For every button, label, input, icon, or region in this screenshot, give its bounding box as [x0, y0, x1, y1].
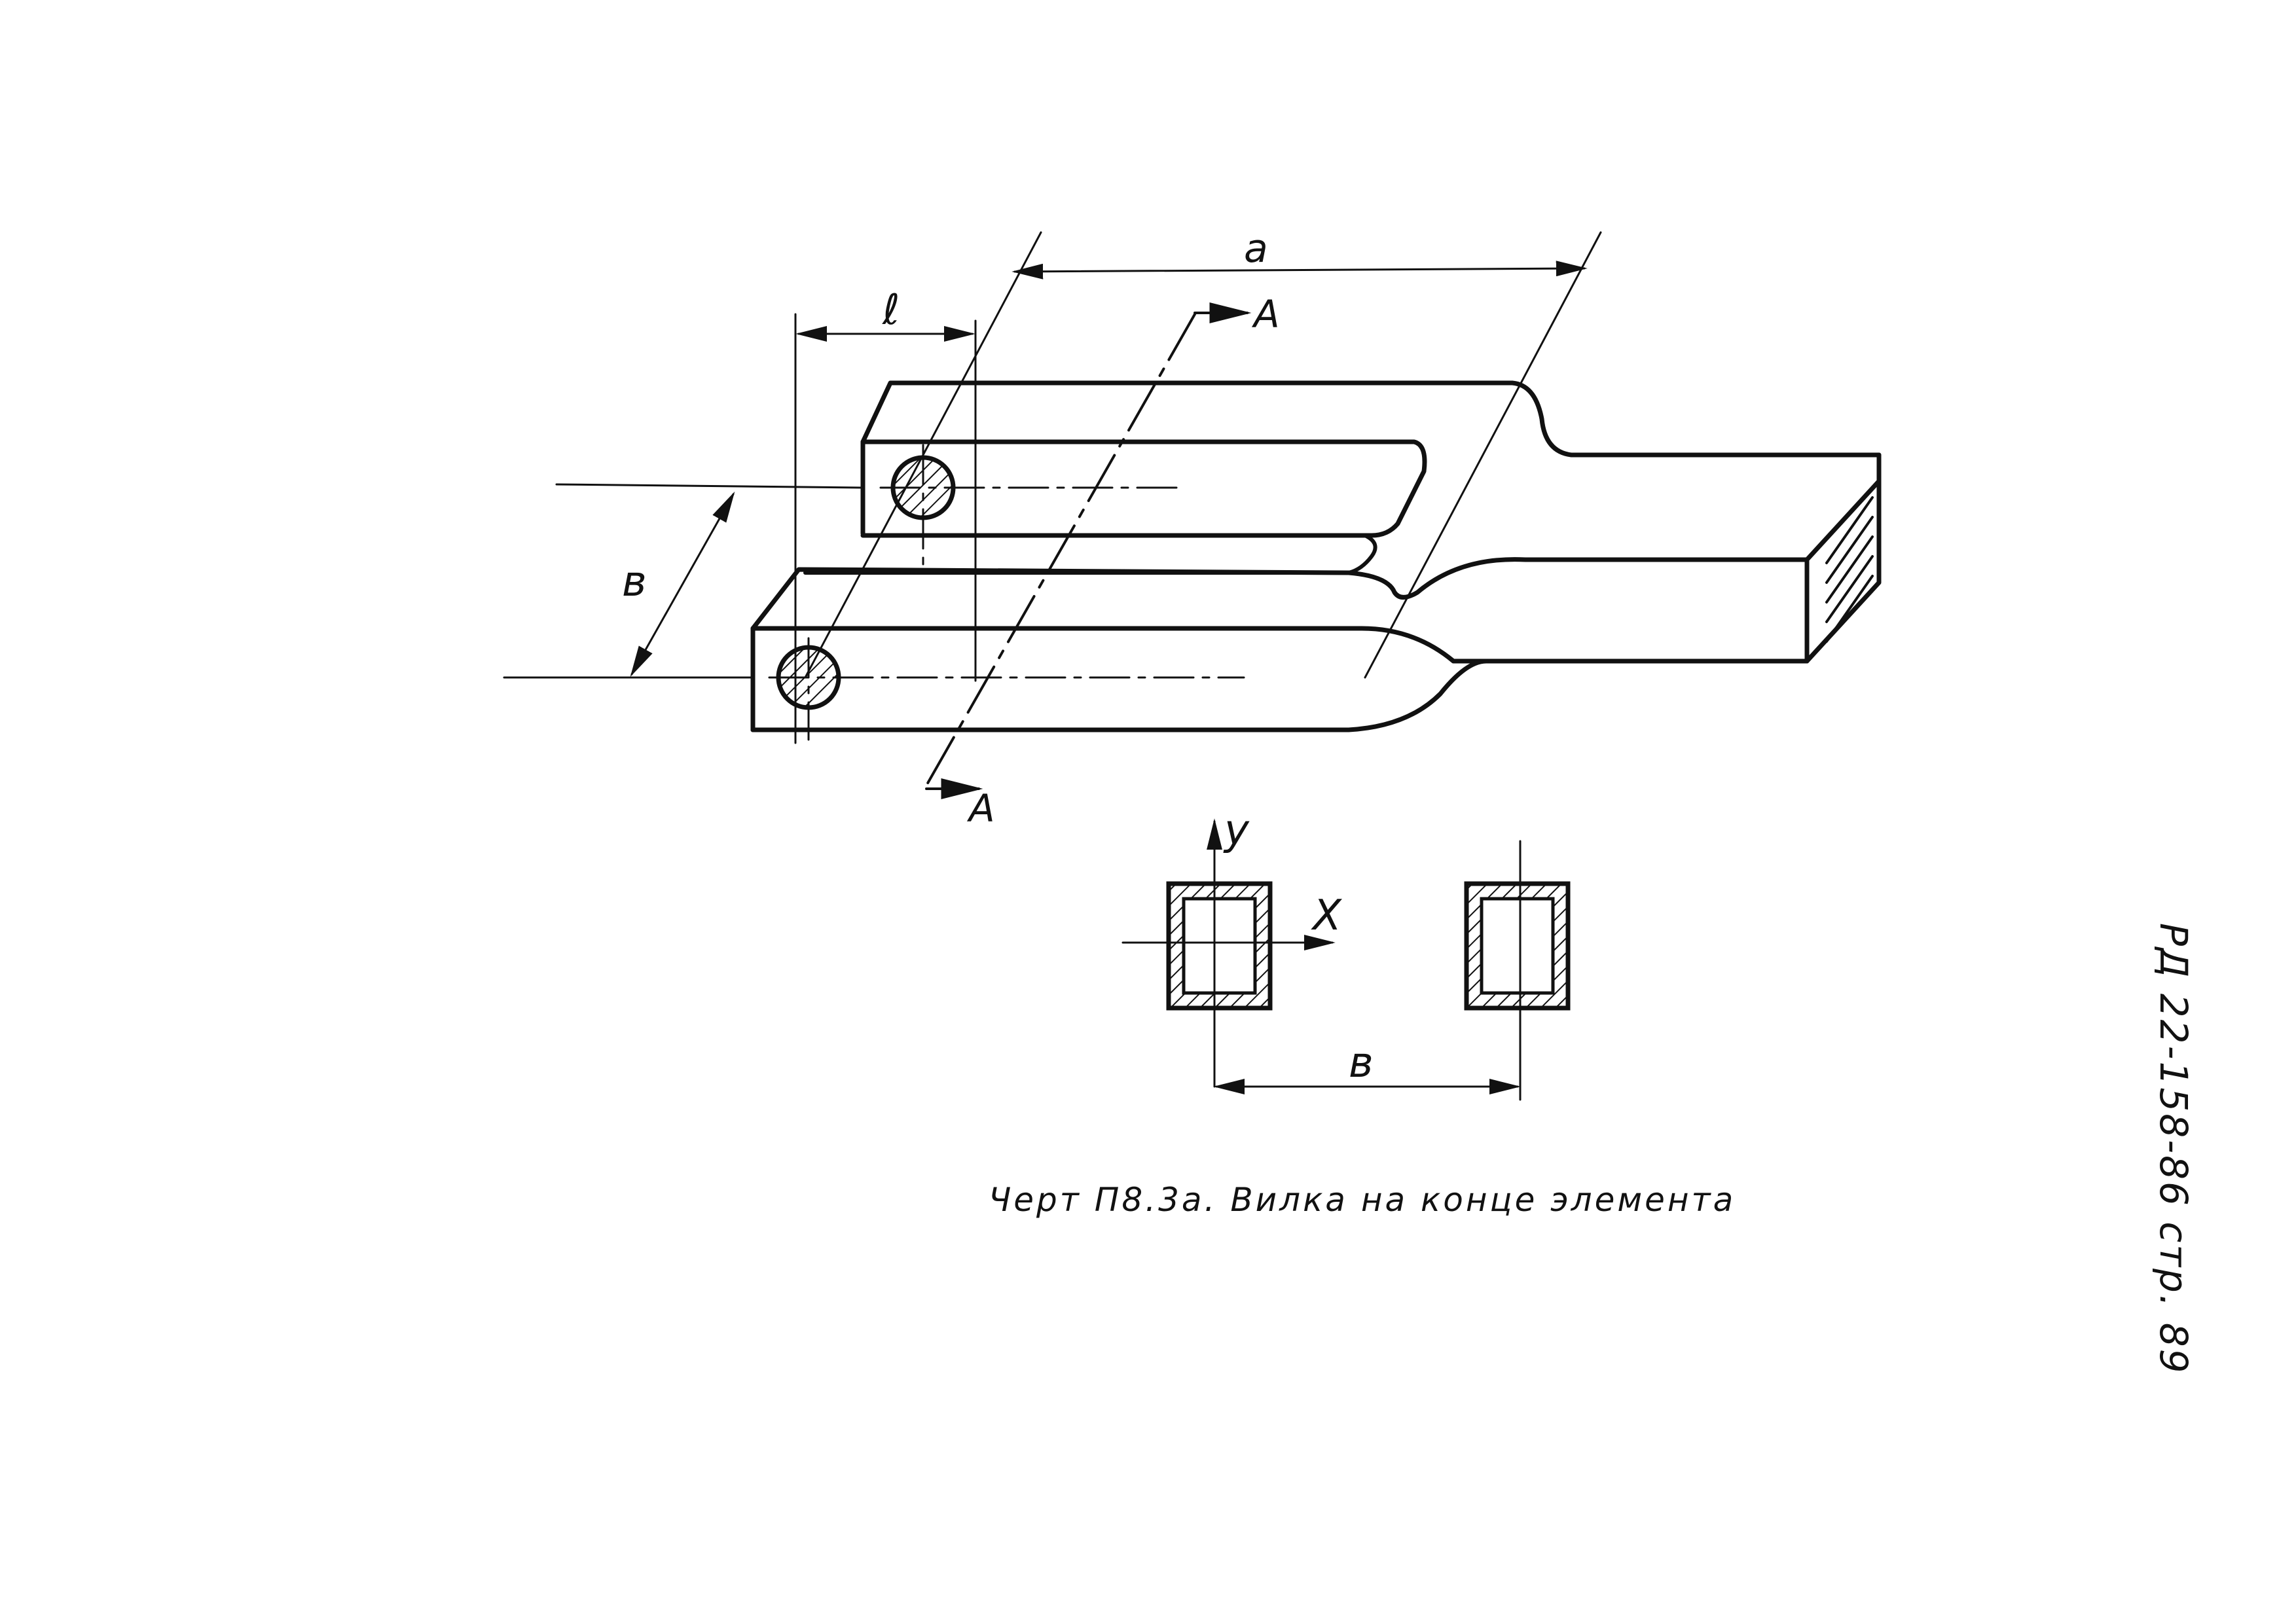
- left-tube-inner: [1182, 897, 1257, 995]
- shank-end-striations: [1825, 496, 1874, 643]
- upper-prong-inner-edge: [803, 532, 1377, 575]
- lower-prong-bottom-edge: [750, 659, 1489, 732]
- right-tube-inner: [1480, 897, 1555, 995]
- dim-label-b-top: в: [622, 558, 647, 606]
- upper-prong-front-face: [860, 439, 1427, 538]
- section-mark-bottom: A: [966, 786, 995, 831]
- page-stamp: РД 22-158-86 стр. 89: [2151, 923, 2196, 1375]
- upper-prong-outline: [860, 380, 1882, 536]
- fork-drawing: [750, 380, 1882, 741]
- figure-caption: Черт П8.3а. Вилка на конце элемента: [989, 1181, 1736, 1219]
- dimension-b-top: в: [503, 483, 862, 679]
- dim-label-a: a: [1244, 226, 1268, 272]
- dimension-a: a: [804, 226, 1602, 679]
- section-view: y X в: [1121, 806, 1571, 1101]
- dim-label-b-bottom: в: [1349, 1039, 1374, 1087]
- section-line-a-a: A A: [925, 292, 1280, 831]
- section-mark-top: A: [1251, 292, 1280, 336]
- axis-x-label: X: [1311, 892, 1342, 940]
- shank-body: [1804, 452, 1882, 664]
- lower-prong-front-face: [750, 626, 1810, 664]
- dimension-l: ℓ: [794, 286, 977, 744]
- axis-y-label: y: [1223, 806, 1250, 855]
- dim-label-l: ℓ: [882, 286, 900, 334]
- lower-prong-outline: [750, 557, 1810, 732]
- pin-axis-lines: [768, 444, 1245, 741]
